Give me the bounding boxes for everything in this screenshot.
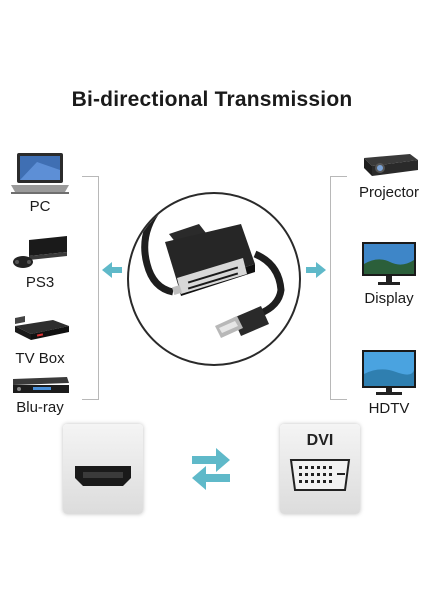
swap-arrows-icon <box>192 448 230 490</box>
laptop-icon <box>11 153 69 194</box>
hdtv-icon <box>362 350 416 395</box>
device-pc: PC <box>0 150 80 215</box>
device-label: HDTV <box>368 400 410 417</box>
arrow-left-icon <box>102 262 122 278</box>
device-label: TV Box <box>15 350 65 367</box>
monitor-icon <box>362 242 416 285</box>
device-label: Display <box>364 290 414 307</box>
device-projector: Projector <box>349 150 424 201</box>
device-label: Blu-ray <box>16 399 64 416</box>
dvi-port-card: DVI <box>280 424 360 514</box>
game-console-icon <box>13 236 67 268</box>
device-tv-box: TV Box <box>0 314 80 367</box>
page-title: Bi-directional Transmission <box>71 88 353 111</box>
left-bracket <box>82 176 99 400</box>
device-ps3: PS3 <box>0 234 80 291</box>
device-blu-ray: Blu-ray <box>0 375 80 416</box>
dvi-usbc-cable-icon <box>141 205 285 338</box>
projector-icon <box>364 154 418 176</box>
adapter-image <box>127 192 301 366</box>
right-bracket <box>330 176 347 400</box>
device-label: PS3 <box>25 274 55 291</box>
hdmi-port-card <box>63 424 143 514</box>
device-label: PC <box>29 198 51 215</box>
device-hdtv: HDTV <box>349 348 424 417</box>
tv-box-icon <box>15 316 69 340</box>
device-label: Projector <box>358 184 420 201</box>
arrow-right-icon <box>306 262 326 278</box>
dvi-label: DVI <box>306 432 334 449</box>
dvi-port-icon <box>289 459 351 491</box>
bluray-player-icon <box>13 377 69 393</box>
device-display: Display <box>349 240 424 307</box>
hdmi-port-icon <box>75 466 131 486</box>
